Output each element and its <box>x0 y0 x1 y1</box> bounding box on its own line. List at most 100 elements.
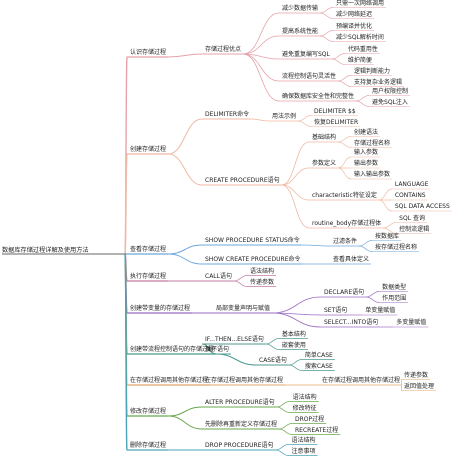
leaf-topic: 减少网络延迟 <box>336 10 373 18</box>
subtopic: ALTER PROCEDURE语句 <box>205 399 275 406</box>
leaf-topic: 存储过程名称 <box>354 139 391 147</box>
detail-connector <box>243 35 280 55</box>
leaf-topic: SQL DATA ACCESS <box>394 203 450 210</box>
branch-topic: 创建带变量的存储过程 <box>130 305 191 312</box>
leaf-topic: 注意事项 <box>291 447 316 455</box>
leaf-connector <box>358 240 373 247</box>
leaf-topic: 输入参数 <box>354 149 379 156</box>
detail-connector <box>278 423 293 430</box>
leaf-connector <box>331 53 345 60</box>
detail-connector <box>281 184 310 201</box>
detail-topic: 确保数据库安全性和完整性 <box>282 93 355 100</box>
subtopic: DROP PROCEDURE语句 <box>205 442 274 449</box>
leaf-topic: 语法结构 <box>291 436 316 444</box>
leaf-topic: CONTAINS <box>394 192 426 199</box>
leaf-connector <box>366 296 380 303</box>
leaf-connector <box>337 141 352 148</box>
subtopic: CALL语句 <box>205 273 232 280</box>
leaf-topic: 作用范围 <box>382 294 407 302</box>
subtopic: SHOW PROCEDURE STATUS命令 <box>205 237 300 244</box>
detail-topic: 提高系统性能 <box>282 28 319 35</box>
detail-topic: DECLARE语句 <box>324 289 365 296</box>
leaf-connector <box>383 222 397 229</box>
leaf-topic: 搜索CASE <box>304 362 333 370</box>
leaf-topic: 只需一次网络调用 <box>336 0 385 7</box>
detail-topic: characteristic特征设定 <box>312 192 377 199</box>
detail-connector <box>276 406 290 413</box>
detail-connector <box>272 296 322 314</box>
detail-connector <box>281 184 310 229</box>
leaf-topic: RECREATE过程 <box>295 426 339 434</box>
subtopic-connector <box>168 406 203 417</box>
leaf-connector <box>400 384 403 391</box>
leaf-connector <box>337 75 352 82</box>
leaf-topic: 返回值处理 <box>404 382 435 390</box>
leaf-connector <box>337 136 352 143</box>
leaf-connector <box>331 58 345 65</box>
branch-connector <box>124 253 128 451</box>
leaf-connector <box>337 167 352 180</box>
leaf-topic: 恢复DELIMITER <box>314 118 359 126</box>
detail-topic: 避免重复编写SQL <box>282 51 330 58</box>
subtopic: CREATE PROCEDURE语句 <box>205 177 280 184</box>
leaf-topic: 避免SQL注入 <box>372 98 408 106</box>
subtopic: CASE语句 <box>259 357 287 364</box>
detail-connector <box>288 364 302 371</box>
branch-topic: 创建存储过程 <box>130 146 167 153</box>
detail-connector <box>242 12 280 55</box>
leaf-topic: 简单CASE <box>304 351 333 359</box>
leaf-connector <box>355 95 370 102</box>
detail-topic: 在存储过程调用其他存储过程 <box>322 377 401 384</box>
detail-connector <box>233 280 248 287</box>
subtopic-connector <box>168 415 203 430</box>
detail-topic: 参数定义 <box>312 160 337 167</box>
leaf-topic: 按存储过程名称 <box>375 243 418 251</box>
detail-topic: 基础结构 <box>312 134 337 141</box>
leaf-topic: DROP过程 <box>295 415 325 423</box>
subtopic-connector <box>168 244 203 255</box>
leaf-topic: 多变量赋值 <box>396 319 427 326</box>
leaf-connector <box>355 100 370 107</box>
leaf-topic: 支持复杂业务逻辑 <box>354 78 403 86</box>
branch-topic: 修改存储过程 <box>130 408 167 415</box>
leaf-connector <box>297 115 312 122</box>
leaf-topic: 语法结构 <box>249 267 274 275</box>
subtopic: 先删除再重新定义存储过程 <box>205 421 278 428</box>
leaf-topic: 减少SQL解析时间 <box>336 33 384 41</box>
detail-connector <box>265 343 279 350</box>
root-topic: 数据库存储过程详解及使用方法 <box>2 247 89 254</box>
detail-connector <box>278 428 293 435</box>
leaf-connector <box>378 199 392 212</box>
leaf-topic: DELIMITER $$ <box>314 107 356 115</box>
leaf-topic: 创建语法 <box>354 128 379 136</box>
detail-topic: SET语句 <box>324 307 348 314</box>
leaf-connector <box>297 120 312 127</box>
leaf-topic: LANGUAGE <box>394 181 429 188</box>
detail-connector <box>242 53 280 102</box>
detail-topic: SELECT...INTO语句 <box>324 319 379 326</box>
leaf-topic: 单变量赋值 <box>365 307 396 314</box>
detail-topic: routine_body存储过程体 <box>312 220 382 227</box>
detail-connector <box>276 401 290 408</box>
leaf-connector <box>319 30 334 37</box>
leaf-topic: 修改特征 <box>292 404 317 412</box>
branch-topic: 在存储过程调用其他存储过程 <box>130 377 209 384</box>
branch-topic: 创建带流程控制语句的存储过程 <box>130 346 215 353</box>
detail-connector <box>251 118 270 122</box>
leaf-topic: SQL 查询 <box>399 214 425 222</box>
leaf-topic: 传递参数 <box>404 371 429 379</box>
leaf-connector <box>358 245 373 252</box>
detail-topic: 减少数据传输 <box>282 5 319 12</box>
detail-topic: 流程控制语句灵活性 <box>282 73 337 80</box>
leaf-connector <box>383 227 397 234</box>
detail-connector <box>288 359 302 366</box>
detail-connector <box>233 275 248 282</box>
leaf-topic: 数据类型 <box>382 283 407 291</box>
leaf-connector <box>319 7 334 14</box>
leaf-connector <box>319 35 334 42</box>
leaf-topic: 基本结构 <box>281 330 306 338</box>
leaf-topic: 控制流逻辑 <box>399 225 430 233</box>
subtopic-connector <box>167 118 203 155</box>
leaf-topic: 用户权限控制 <box>372 87 409 95</box>
